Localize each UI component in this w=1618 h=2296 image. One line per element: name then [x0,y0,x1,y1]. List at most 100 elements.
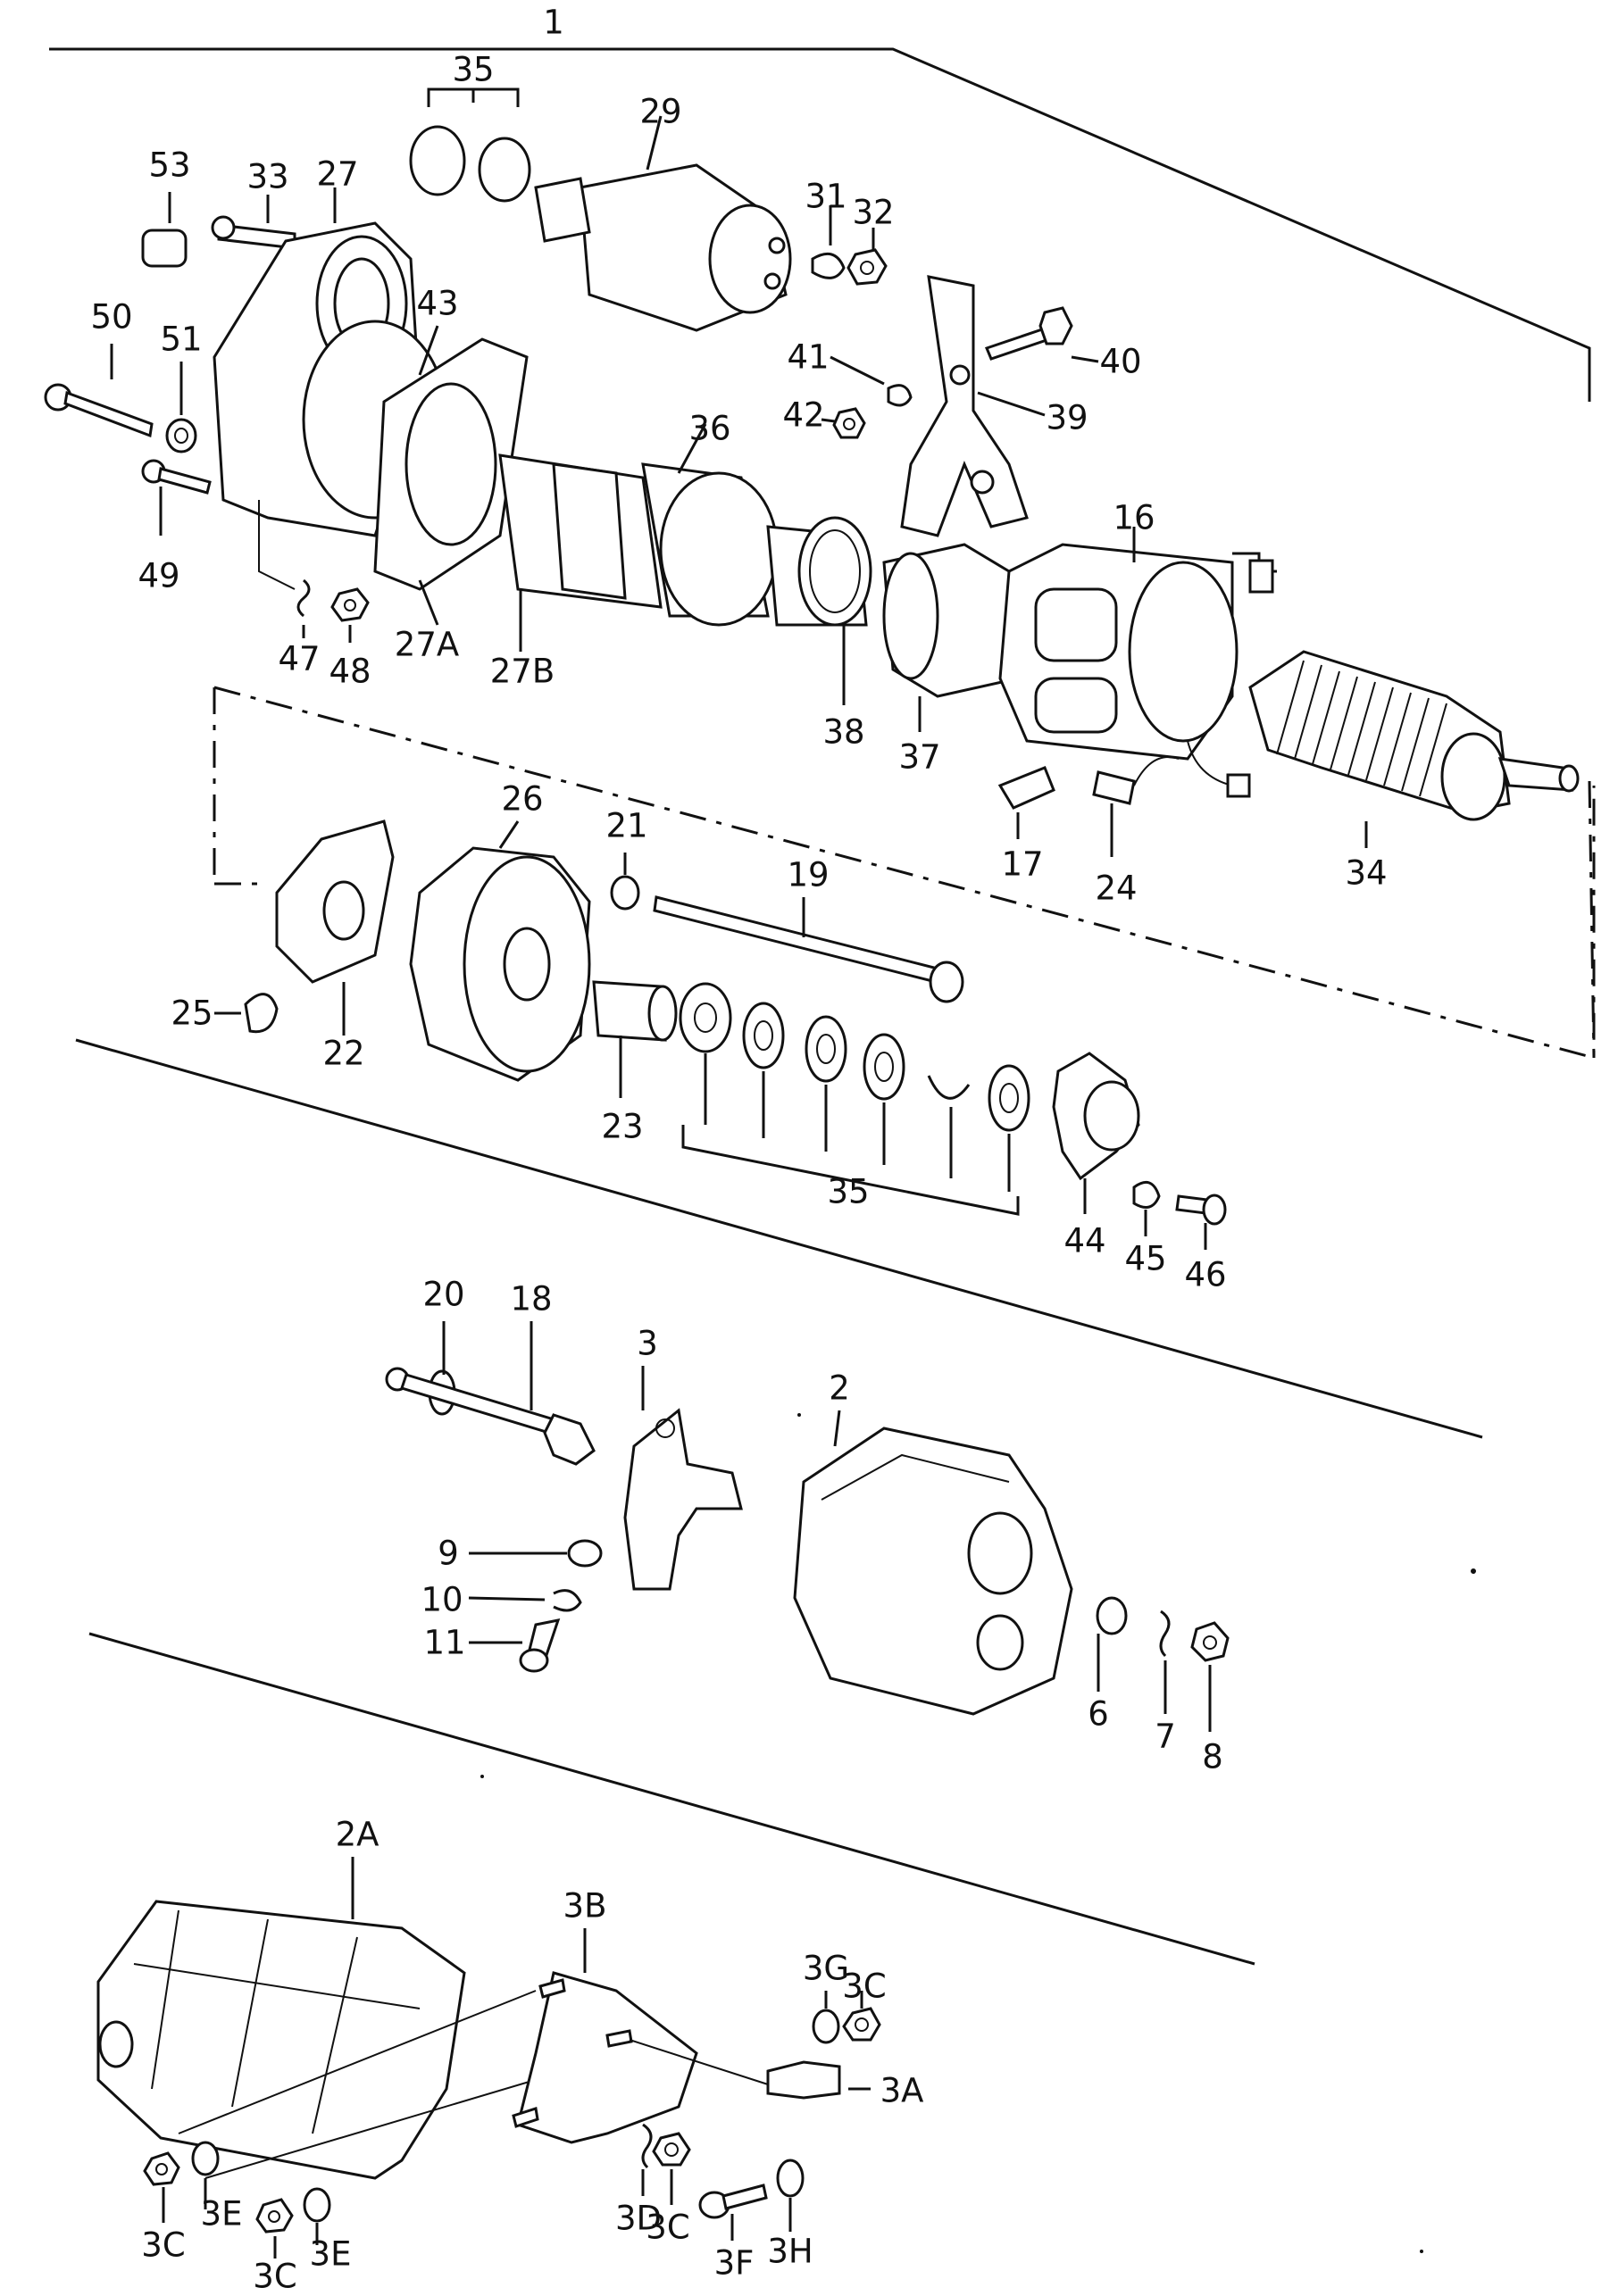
assembly-dashdot-outline [213,686,1596,1060]
callout-49: 49 [138,556,180,595]
callout-20: 20 [422,1275,465,1314]
callout-48: 48 [329,652,371,691]
part-3G-washer [812,1991,840,2044]
part-7-lockwasher [1159,1610,1171,1714]
callout-34: 34 [1345,853,1388,893]
callout-45: 45 [1124,1239,1167,1278]
part-8-nut [1190,1621,1230,1732]
part-3E-washer-a [191,2141,220,2209]
callout-47: 47 [278,639,321,678]
part-3C-nut-left-b [255,2198,294,2259]
part-3B-bracket [512,1928,698,2144]
part-22-brush-plate [275,819,395,1036]
part-29-solenoid [534,115,792,332]
callout-53: 53 [148,146,191,185]
part-3H-washer [776,2159,805,2232]
callout-3E-a: 3E [200,2194,243,2234]
callout-27A: 27A [394,625,460,664]
part-6-washer [1096,1596,1128,1692]
part-26-end-cap [409,820,591,1082]
part-3D-lockwasher [641,2123,653,2196]
part-39-shift-fork [900,275,1046,537]
callout-3F: 3F [713,2243,755,2283]
callout-35-upper: 35 [452,50,495,89]
callout-8: 8 [1202,1737,1223,1776]
callout-46: 46 [1184,1255,1227,1294]
callout-3: 3 [637,1324,658,1363]
part-38-snap-ring [797,516,872,705]
callout-50: 50 [90,297,133,337]
part-31-spring-washer [811,205,846,279]
callout-3E-b: 3E [309,2234,352,2274]
callout-24: 24 [1095,869,1138,908]
callout-41: 41 [787,337,830,377]
part-45-lockwasher [1132,1180,1161,1236]
callout-33: 33 [246,157,289,196]
part-3E-washer-b [303,2187,331,2245]
part-35-shim-set [679,982,1030,1216]
part-3C-nut-left-a [143,2151,180,2223]
part-51-washer [165,362,197,453]
part-19-through-bolt [653,895,964,1003]
part-40-bolt [984,306,1099,363]
part-10-lockwasher [468,1589,582,1612]
callout-3C-left-a: 3C [141,2225,186,2265]
part-3C-nut-lower [652,2132,691,2205]
callout-3C-lower: 3C [646,2208,690,2247]
callout-10: 10 [421,1580,463,1619]
part-3C-nut-upper [842,1991,881,2042]
callout-51: 51 [160,320,203,359]
part-27-housing [213,187,448,537]
part-2-cover [793,1410,1073,1716]
part-32-nut [847,228,888,286]
callout-17: 17 [1001,844,1044,884]
part-34-armature [1248,650,1580,848]
part-24-brush [1092,740,1251,857]
callout-31: 31 [805,177,847,216]
part-3-bracket [623,1366,743,1591]
callout-23: 23 [601,1107,644,1146]
part-37-bearing [882,543,1020,732]
callout-6: 6 [1088,1694,1109,1734]
callout-19: 19 [787,855,830,894]
part-3F-bolt [698,2184,768,2241]
callout-3B: 3B [563,1886,607,1926]
part-3A-clip [605,2029,871,2100]
callout-3C-upper: 3C [842,1967,887,2006]
part-47-lockwasher [258,500,311,638]
part-17-screw [997,766,1055,839]
callout-27B: 27B [489,652,555,691]
callout-9: 9 [438,1534,459,1573]
callout-25: 25 [171,994,213,1033]
callout-39: 39 [1046,398,1088,437]
part-46-screw [1175,1194,1227,1250]
callout-7: 7 [1155,1717,1176,1756]
callout-3C-left-b: 3C [253,2257,297,2296]
callout-26: 26 [501,779,544,819]
callout-1: 1 [543,3,564,42]
part-35-bushings [409,87,531,203]
part-42-nut [821,407,866,439]
part-16-field-frame [998,527,1277,761]
callout-3A: 3A [880,2071,924,2110]
part-53-sleeve [141,192,188,268]
part-48-nut [330,587,370,643]
section-dividers [75,1038,1483,1966]
part-11-bolt [469,1618,561,1673]
callout-27: 27 [316,154,359,194]
callout-16: 16 [1113,498,1155,537]
callout-2: 2 [829,1368,850,1408]
callout-36: 36 [688,409,731,448]
assembly-1-bracket [49,47,1591,402]
callout-3H: 3H [767,2232,813,2271]
part-43-plate [373,325,529,591]
callout-11: 11 [423,1623,466,1662]
part-36-drive-pinion [498,423,868,627]
callout-3G: 3G [802,1949,850,1988]
part-25-spring [214,993,279,1034]
part-21-washer [610,853,640,911]
callout-43: 43 [416,284,459,323]
